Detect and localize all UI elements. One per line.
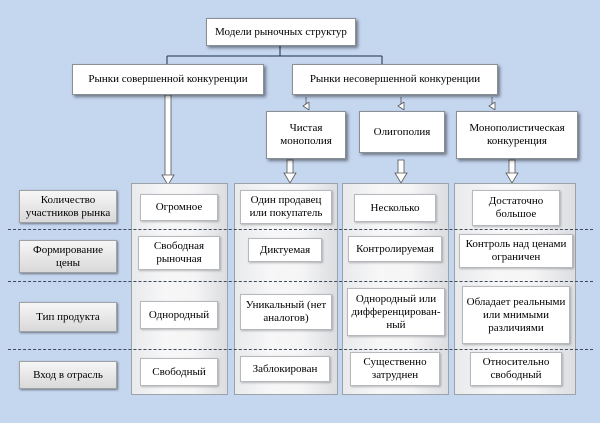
row-separator-2 <box>8 281 593 282</box>
cell-perfect-price: Свободная рыночная <box>138 236 220 270</box>
cell-text: Несколько <box>370 201 420 214</box>
monopolistic-competition-box: Монополистическая конкуренция <box>456 111 578 159</box>
cell-monopolistic-price: Контроль над ценами ограничен <box>459 234 573 268</box>
arrow-monopoly-head <box>283 172 297 184</box>
arrow-monopolistic-shaft <box>508 159 516 175</box>
cell-monopoly-price: Диктуемая <box>248 238 322 262</box>
cell-text: Относительно свободный <box>482 356 550 381</box>
cell-text: Свободная рыночная <box>153 240 205 265</box>
cell-text: Свободный <box>152 365 206 378</box>
cell-perfect-entry: Свободный <box>140 358 218 386</box>
cell-text: Контролируемая <box>356 242 434 255</box>
arrow-monopolistic-head <box>505 172 519 184</box>
cell-monopolistic-participants: Достаточно большое <box>472 190 560 226</box>
row-separator-3 <box>8 349 593 350</box>
arrow-monopoly-shaft <box>286 159 294 175</box>
cell-oligopoly-price: Контролируемая <box>348 236 442 262</box>
cell-text: Достаточно большое <box>488 195 544 220</box>
row-label-text: Количество участников рынка <box>25 193 111 219</box>
row-label-participants: Количество участников рынка <box>19 190 117 223</box>
cell-perfect-product: Однородный <box>140 301 218 329</box>
cell-monopolistic-product: Обладает реальными или мнимыми различиям… <box>462 286 570 344</box>
row-label-product-type: Тип продукта <box>19 302 117 332</box>
cell-monopoly-product: Уникальный (нет аналогов) <box>240 294 332 330</box>
oligopoly-box: Олигополия <box>359 111 445 153</box>
cell-oligopoly-entry: Существенно затруднен <box>350 352 440 386</box>
cell-oligopoly-participants: Несколько <box>354 194 436 222</box>
cell-text: Диктуемая <box>259 243 311 256</box>
arrow-perfect-shaft <box>164 94 172 177</box>
cell-oligopoly-product: Однородный или дифференцирован-ный <box>347 288 445 336</box>
cell-monopolistic-entry: Относительно свободный <box>470 352 562 386</box>
pure-monopoly-label: Чистая монополия <box>280 122 332 147</box>
cell-text: Однородный <box>148 308 210 321</box>
perfect-competition-box: Рынки совершенной конкуренции <box>72 64 264 95</box>
imperfect-competition-label: Рынки несовершенной конкуренции <box>309 73 481 85</box>
row-label-price-formation: Формирование цены <box>19 240 117 273</box>
monopolistic-competition-label: Монополистическая конкуренция <box>469 122 565 147</box>
perfect-competition-label: Рынки совершенной конкуренции <box>88 73 248 85</box>
row-label-text: Вход в отрасль <box>33 368 103 381</box>
cell-text: Заблокирован <box>252 362 318 375</box>
imperfect-competition-box: Рынки несовершенной конкуренции <box>292 64 498 95</box>
cell-text: Один продавец или покупатель <box>249 194 323 219</box>
row-separator-1 <box>8 229 593 230</box>
cell-text: Обладает реальными или мнимыми различиям… <box>466 295 566 334</box>
row-label-market-entry: Вход в отрасль <box>19 361 117 389</box>
arrow-oligopoly-head <box>394 172 408 184</box>
oligopoly-label: Олигополия <box>373 125 431 138</box>
cell-text: Существенно затруднен <box>363 356 427 381</box>
market-models-title-box: Модели рыночных структур <box>206 18 356 46</box>
cell-text: Огромное <box>155 201 203 213</box>
cell-text: Уникальный (нет аналогов) <box>245 299 327 324</box>
cell-perfect-participants: Огромное <box>140 194 218 221</box>
market-models-title: Модели рыночных структур <box>215 25 347 38</box>
cell-monopoly-participants: Один продавец или покупатель <box>240 190 332 224</box>
arrow-perfect-head <box>161 174 175 186</box>
cell-monopoly-entry: Заблокирован <box>240 356 330 382</box>
cell-text: Однородный или дифференцирован-ный <box>351 292 441 331</box>
pure-monopoly-box: Чистая монополия <box>266 111 346 159</box>
arrow-oligopoly-shaft <box>397 159 405 175</box>
cell-text: Контроль над ценами ограничен <box>465 238 567 263</box>
row-label-text: Формирование цены <box>33 243 103 269</box>
row-label-text: Тип продукта <box>36 310 100 323</box>
